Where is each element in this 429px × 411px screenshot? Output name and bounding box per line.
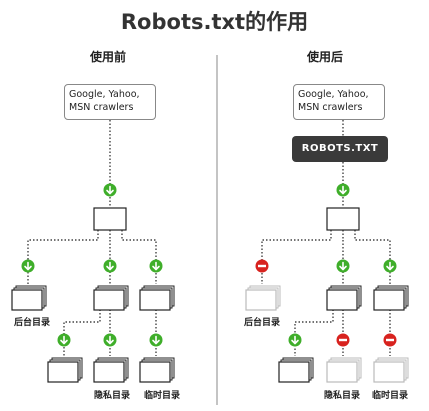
right-label-backend: 后台目录 bbox=[243, 318, 280, 328]
right-folder-private-muted bbox=[326, 357, 362, 383]
left-allow-icon-private bbox=[102, 332, 118, 348]
right-crawler-line-2: MSN crawlers bbox=[298, 102, 363, 113]
right-folder-mid bbox=[326, 285, 362, 311]
left-label-temp: 临时目录 bbox=[143, 391, 180, 401]
right-folder-right bbox=[373, 285, 409, 311]
left-label-private: 隐私目录 bbox=[93, 391, 130, 401]
right-allow-icon-mid bbox=[335, 258, 351, 274]
left-folder-private bbox=[93, 357, 129, 383]
right-allow-icon-sub1 bbox=[287, 332, 303, 348]
right-label-temp: 临时目录 bbox=[371, 391, 408, 401]
left-allow-icon-right bbox=[148, 258, 164, 274]
right-line-hub-to-backend bbox=[261, 230, 332, 284]
right-crawler-box: Google, Yahoo, MSN crawlers bbox=[293, 84, 385, 120]
left-folder-mid bbox=[93, 285, 129, 311]
left-line-to-sub1 bbox=[63, 306, 101, 356]
right-hub-folder bbox=[326, 207, 360, 231]
left-hub-folder bbox=[93, 207, 127, 231]
left-crawler-line-2: MSN crawlers bbox=[69, 102, 134, 113]
left-crawler-line-1: Google, Yahoo, bbox=[69, 89, 140, 100]
right-folder-temp-muted bbox=[373, 357, 409, 383]
left-allow-icon-mid bbox=[102, 258, 118, 274]
right-block-icon-temp bbox=[383, 333, 397, 347]
left-allow-icon-backend bbox=[20, 258, 36, 274]
left-allow-icon-sub1 bbox=[56, 332, 72, 348]
left-line-hub-to-backend bbox=[27, 230, 99, 284]
diagram-title: Robots.txt的作用 bbox=[120, 10, 309, 34]
left-folder-temp bbox=[139, 357, 175, 383]
right-folder-sub1 bbox=[278, 357, 314, 383]
right-label-private: 隐私目录 bbox=[323, 391, 360, 401]
right-crawler-line-1: Google, Yahoo, bbox=[298, 89, 369, 100]
left-line-hub-to-folder3 bbox=[121, 230, 157, 284]
right-folder-backend-muted bbox=[245, 285, 281, 311]
robots-txt-box: ROBOTS.TXT bbox=[292, 136, 388, 162]
left-allow-icon-temp bbox=[148, 332, 164, 348]
left-crawler-box: Google, Yahoo, MSN crawlers bbox=[64, 84, 156, 120]
right-block-icon-private bbox=[336, 333, 350, 347]
right-allow-icon-top bbox=[335, 182, 351, 198]
left-folder-right bbox=[139, 285, 175, 311]
right-allow-icon-right bbox=[382, 258, 398, 274]
right-block-icon-backend bbox=[255, 259, 269, 273]
left-folder-sub1 bbox=[47, 357, 83, 383]
left-label-backend: 后台目录 bbox=[13, 318, 50, 328]
left-allow-icon-top bbox=[102, 182, 118, 198]
left-heading: 使用前 bbox=[89, 50, 126, 64]
right-heading: 使用后 bbox=[306, 50, 343, 64]
left-folder-backend bbox=[11, 285, 47, 311]
right-line-hub-to-folder3 bbox=[354, 230, 391, 284]
right-line-to-sub1 bbox=[294, 306, 334, 356]
